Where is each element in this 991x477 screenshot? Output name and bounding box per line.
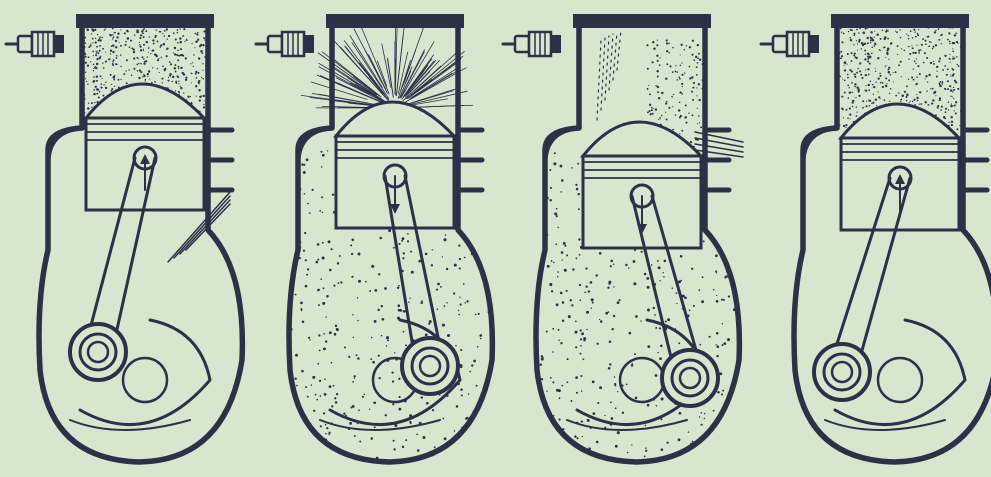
cylinder-head (326, 14, 464, 28)
cylinder-head (831, 14, 969, 28)
piston (86, 84, 204, 210)
cylinder-head (76, 14, 214, 28)
cylinder-head (573, 14, 711, 28)
